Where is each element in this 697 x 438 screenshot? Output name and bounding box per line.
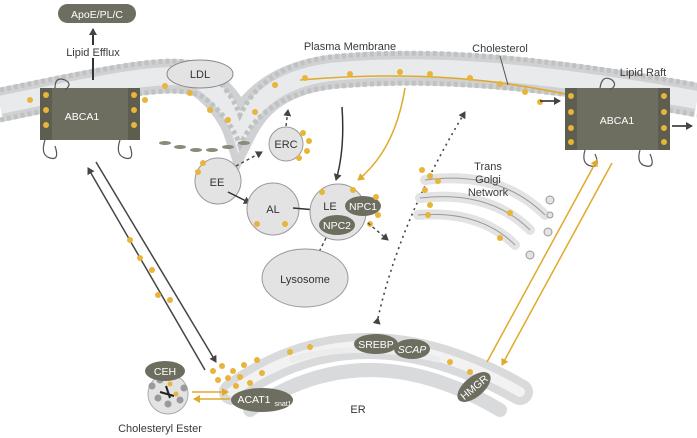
cholesteryl-ester-label: Cholesteryl Ester	[118, 423, 202, 435]
abca1-to-er-gold-arrow	[501, 162, 613, 366]
tgn-label-3: Network	[468, 187, 509, 199]
acat1-sub-label: snat1	[274, 401, 291, 408]
acat1-label: ACAT1	[237, 394, 270, 406]
cholesterol-pointer	[499, 55, 509, 86]
transport-dots-left	[127, 237, 173, 303]
abca1-right: ABCA1	[540, 77, 693, 167]
abca1-left: ABCA1	[40, 78, 140, 160]
ceh-protein: CEH	[145, 361, 185, 381]
pm-to-er-dark-arrow	[95, 161, 217, 363]
trans-golgi-network: Trans Golgi Network	[413, 161, 555, 260]
lipid-raft-label: Lipid Raft	[620, 67, 666, 79]
srebp-protein: SREBP	[354, 334, 398, 354]
erc-organelle: ERC	[268, 126, 312, 162]
ee-to-al-arrow	[227, 191, 251, 204]
ee-organelle: EE	[194, 157, 242, 205]
membrane-cholesterol-dots	[27, 69, 543, 123]
er-to-pm-dark-arrow	[87, 167, 206, 371]
al-label: AL	[266, 204, 279, 216]
npc1-label: NPC1	[349, 201, 377, 213]
apoe-box: ApoE/PL/C	[58, 4, 136, 23]
tgn-label-1: Trans	[474, 161, 502, 173]
er-label: ER	[350, 404, 365, 416]
lysosome-label: Lysosome	[280, 274, 330, 286]
plasma-membrane	[0, 50, 697, 175]
srebp-label: SREBP	[358, 339, 394, 351]
scap-protein: SCAP	[394, 339, 430, 359]
ldl-label: LDL	[190, 69, 210, 81]
er-pm-dotted-arrow	[372, 111, 466, 325]
al-organelle: AL	[246, 182, 300, 236]
membrane-cholesterol-path	[299, 75, 571, 96]
ceh-label: CEH	[154, 366, 176, 378]
abca1-right-label: ABCA1	[600, 115, 635, 127]
le-organelle: LE NPC1 NPC2	[309, 183, 381, 241]
cholesterol-label: Cholesterol	[472, 43, 528, 55]
le-label: LE	[323, 201, 336, 213]
acat1-protein: ACAT1 snat1	[231, 388, 293, 412]
er-to-abca1-gold-arrow	[486, 159, 598, 363]
lipid-droplet	[147, 373, 189, 415]
tgn-label-2: Golgi	[475, 174, 501, 186]
plasma-membrane-label: Plasma Membrane	[304, 41, 396, 53]
erc-to-pm-arrow	[283, 109, 292, 127]
ee-label: EE	[210, 177, 225, 189]
npc2-label: NPC2	[323, 220, 351, 232]
scap-label: SCAP	[398, 344, 427, 356]
er-cholesterol-cluster	[210, 357, 265, 389]
pm-to-le-gold-arrow	[357, 87, 406, 181]
erc-label: ERC	[274, 139, 297, 151]
ldl-particle: LDL	[166, 59, 234, 89]
ee-to-erc-arrow	[235, 151, 263, 167]
abca1-left-label: ABCA1	[65, 111, 100, 123]
lipid-efflux-label: Lipid Efflux	[66, 47, 120, 59]
lysosome: Lysosome	[261, 248, 349, 308]
apoe-label: ApoE/PL/C	[71, 9, 123, 21]
clathrin-coat	[159, 141, 250, 152]
pm-to-le-dark-arrow	[333, 106, 344, 181]
